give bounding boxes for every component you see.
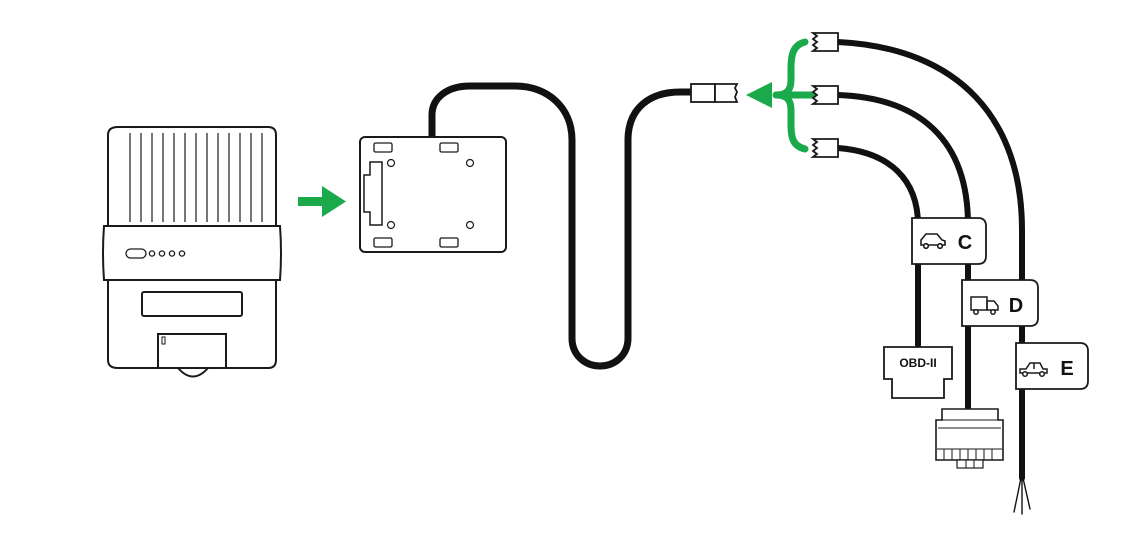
main-cable-connector — [690, 83, 739, 103]
harness-connectors — [810, 32, 839, 158]
connector-d — [810, 85, 839, 105]
cable-c — [835, 145, 921, 348]
truck-connector — [935, 408, 1004, 469]
connector-e — [810, 32, 839, 52]
tag-c-label: C — [958, 232, 972, 254]
connector-c — [810, 138, 839, 158]
led-indicators — [125, 248, 186, 259]
mounting-bracket — [359, 136, 507, 253]
truck-icon — [970, 296, 999, 315]
cable-e — [835, 39, 1025, 481]
vintage-car-icon — [1019, 362, 1048, 378]
tag-d-label: D — [1009, 295, 1023, 317]
car-icon — [920, 233, 946, 250]
tag-d: D — [961, 279, 1039, 327]
obd-label: OBD-II — [899, 356, 936, 370]
tag-e: E — [1015, 342, 1089, 390]
tag-e-label: E — [1060, 358, 1073, 380]
cable-d — [835, 92, 971, 411]
select-harness-arrow-icon — [746, 38, 816, 153]
bare-wires — [1013, 477, 1031, 515]
main-device — [102, 126, 282, 378]
tag-c: C — [911, 217, 987, 265]
obd-connector: OBD-II — [883, 346, 953, 399]
main-cable — [428, 82, 696, 370]
device-ribs — [129, 133, 263, 222]
insert-arrow-icon — [298, 186, 346, 217]
